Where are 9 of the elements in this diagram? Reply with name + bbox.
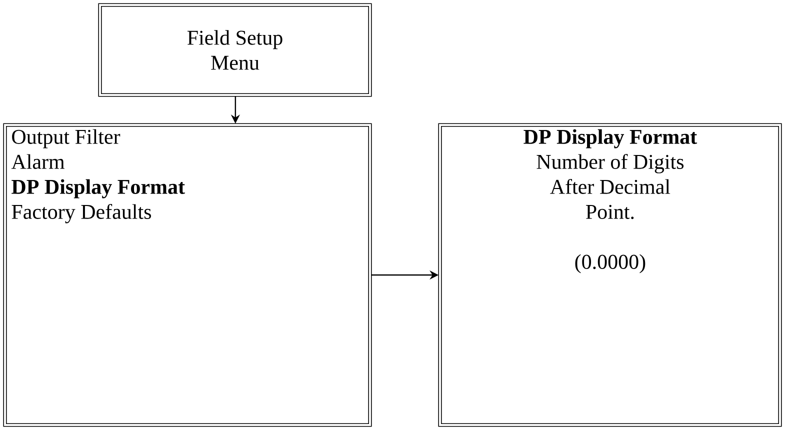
- node-label: Factory Defaults: [12, 204, 152, 224]
- display-screen-box: [438, 123, 782, 427]
- node-label: Alarm: [11, 154, 65, 169]
- screen-text: Output Filter Alarm DP Display Format Factory Defaults: [11, 129, 185, 224]
- node-label: DP Display Format: [12, 179, 185, 198]
- node-label: Output Filter: [12, 129, 120, 148]
- menu-screen-box: [3, 123, 372, 427]
- screen-text: DP Display Format Number of Digits After Decimal Point. (0.0000): [524, 129, 698, 274]
- menu-title-box: Field Setup Menu: [98, 3, 372, 97]
